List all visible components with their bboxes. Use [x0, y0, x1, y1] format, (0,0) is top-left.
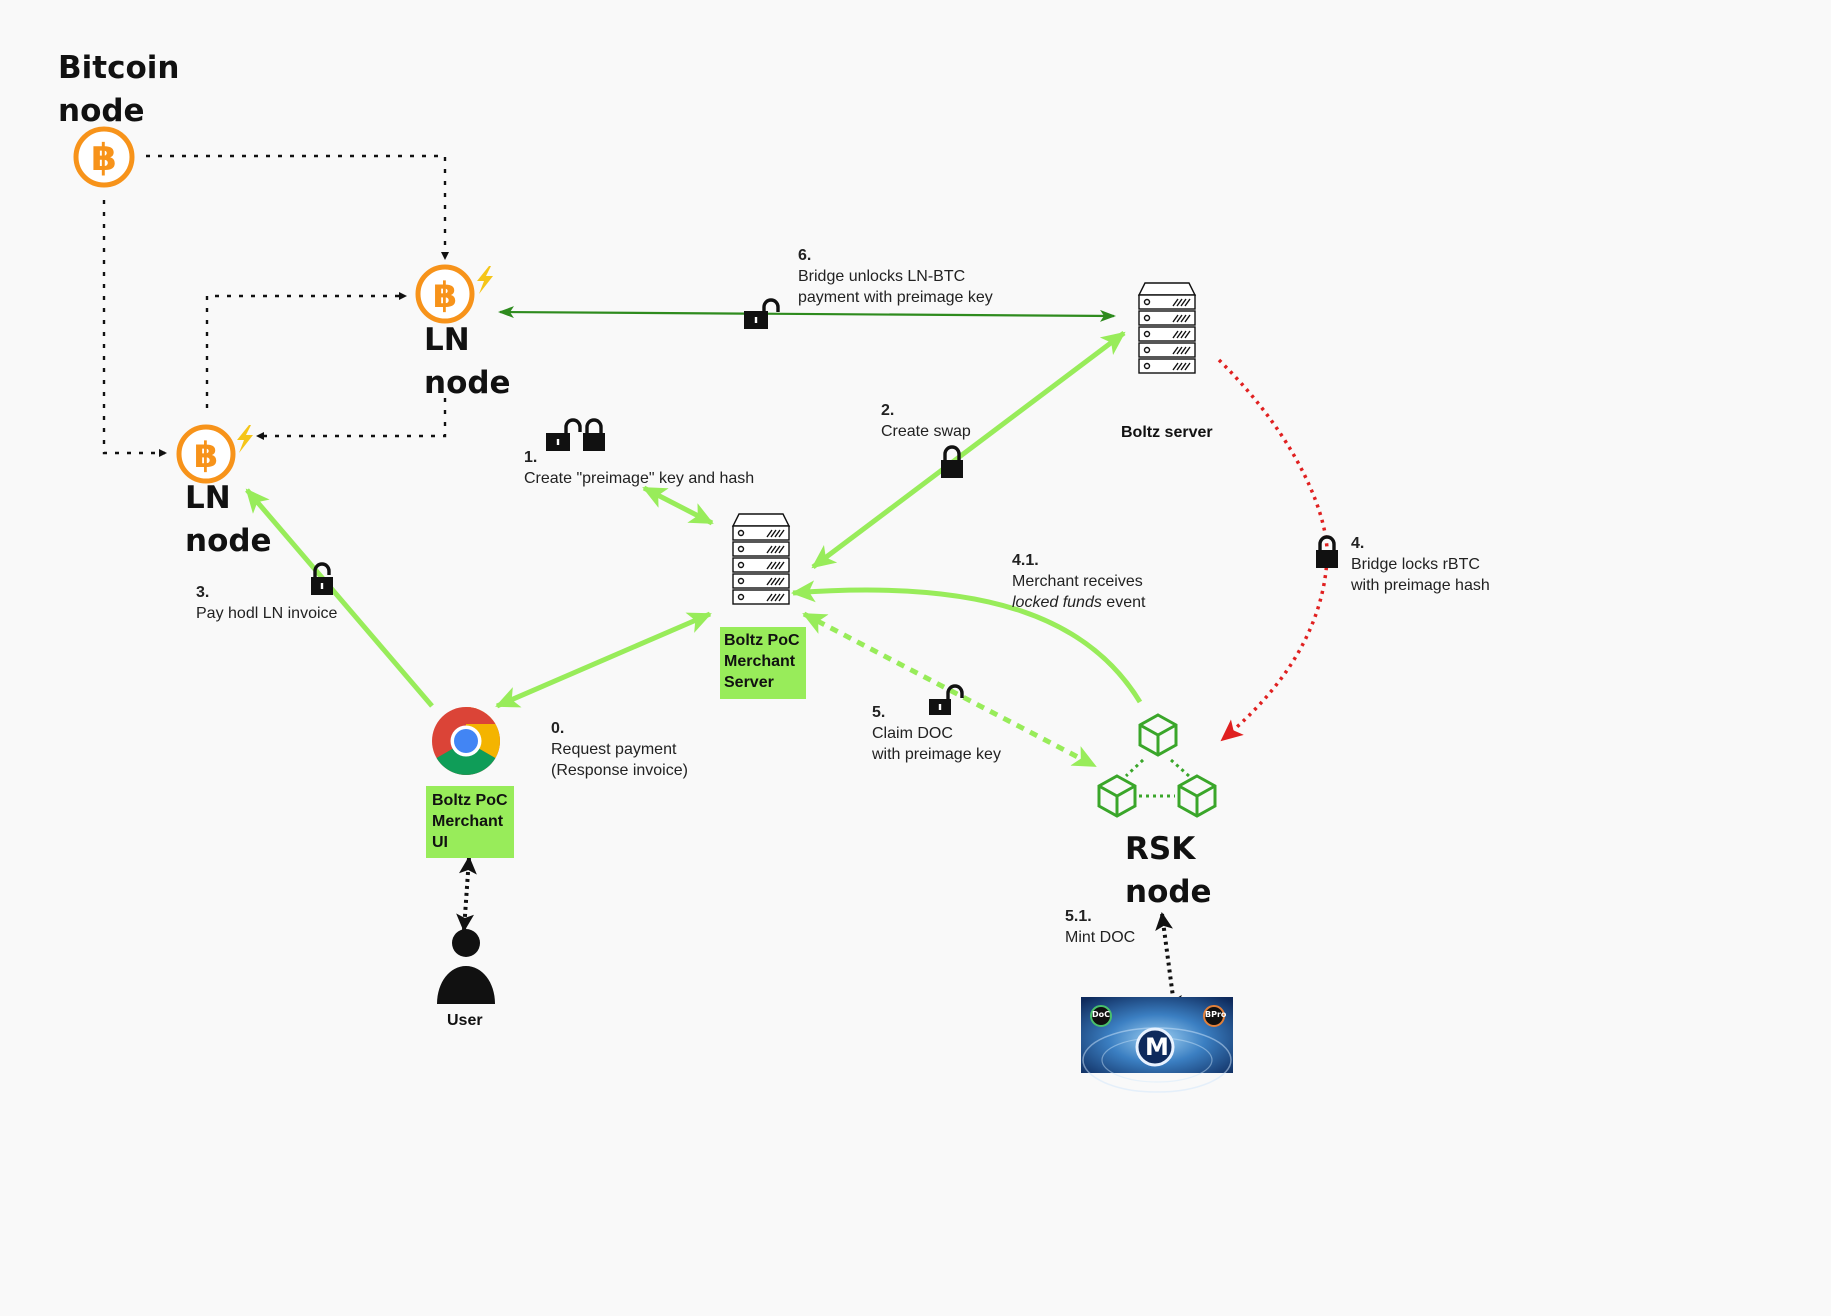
arrow-ui-user — [456, 856, 477, 932]
svg-text:฿: ฿ — [194, 436, 218, 476]
arrow-claim-doc — [802, 611, 1097, 769]
user-label: User — [447, 1012, 483, 1029]
step-6-label: 6. Bridge unlocks LN-BTC payment with pr… — [798, 245, 993, 308]
chrome-icon — [432, 707, 500, 775]
step-5-line1: Claim DOC — [872, 725, 953, 742]
lock-icon — [1316, 535, 1338, 568]
step-3-line1: Pay hodl LN invoice — [196, 605, 338, 622]
ln-node-left-title-line1: LN — [185, 480, 231, 516]
unlock-icon — [546, 418, 582, 451]
step-4-line1: Bridge locks rBTC — [1351, 556, 1480, 573]
unlock-icon — [929, 684, 964, 715]
moc-badge-doc: DoC — [1092, 1010, 1111, 1019]
arrow-ln-boltz — [498, 306, 1116, 322]
green-flows — [245, 331, 1143, 769]
step-5-number: 5. — [872, 704, 886, 721]
svg-text:฿: ฿ — [91, 136, 117, 179]
merchant-ui-label-line3: UI — [432, 834, 448, 851]
step-1-label: 1. Create "preimage" key and hash — [524, 447, 754, 489]
step-4-label: 4. Bridge locks rBTC with preimage hash — [1351, 533, 1490, 596]
bitcoin-node-title: Bitcoin node — [58, 47, 179, 133]
bitcoin-icon: ฿ — [415, 264, 475, 324]
link-bitcoin-to-ln-top — [146, 154, 449, 260]
lock-icon — [583, 418, 605, 451]
merchant-ui-label-line2: Merchant — [432, 813, 504, 830]
step-5-1-label: 5.1. Mint DOC — [1065, 906, 1135, 948]
rsk-node-title-line2: node — [1125, 874, 1212, 910]
step-4-1-line2: locked funds event — [1012, 592, 1145, 613]
step-1-line1: Create "preimage" key and hash — [524, 470, 755, 487]
step-2-line1: Create swap — [881, 423, 971, 440]
rsk-node-title-line1: RSK — [1125, 831, 1196, 867]
step-2-label: 2. Create swap — [881, 400, 971, 442]
step-2-number: 2. — [881, 402, 895, 419]
arrow-server-boltz — [811, 331, 1126, 569]
step-4-1-line1: Merchant receives — [1012, 573, 1143, 590]
rsk-node-title: RSK node — [1125, 828, 1212, 914]
link-bitcoin-to-ln-left — [102, 200, 167, 457]
bitcoin-icon: ฿ — [73, 126, 135, 188]
ln-node-top-title-line1: LN — [424, 322, 470, 358]
flow-diagram-canvas: ฿ ฿ ฿ — [73, 126, 1338, 1093]
server-icon — [731, 513, 791, 605]
arrow-rsk-to-server — [791, 580, 1143, 704]
step-4-number: 4. — [1351, 535, 1365, 552]
arrow-rsk-moc — [1155, 912, 1182, 1014]
merchant-ui-label-line1: Boltz PoC — [432, 792, 508, 809]
lock-icon — [941, 445, 963, 478]
step-3-number: 3. — [196, 584, 210, 601]
svg-text:฿: ฿ — [433, 276, 457, 316]
step-4-1-italic: locked funds — [1012, 594, 1102, 611]
step-5-1-number: 5.1. — [1065, 908, 1092, 925]
arrow-preimage-self — [642, 485, 714, 526]
step-5-line2: with preimage key — [872, 746, 1001, 763]
step-0-label: 0. Request payment (Response invoice) — [551, 718, 688, 781]
lightning-icon — [237, 425, 253, 453]
merchant-server-label-line3: Server — [724, 674, 774, 691]
step-0-number: 0. — [551, 720, 565, 737]
ln-node-left-title: LN node — [185, 477, 272, 563]
server-icon — [1137, 282, 1197, 374]
step-0-line2: (Response invoice) — [551, 762, 688, 779]
step-4-line2: with preimage hash — [1351, 577, 1490, 594]
step-4-1-label: 4.1. Merchant receives locked funds even… — [1012, 550, 1145, 613]
rsk-cubes-icon — [1097, 713, 1217, 818]
bitcoin-icon: ฿ — [176, 424, 236, 484]
ln-node-left-title-line2: node — [185, 523, 272, 559]
arrow-ui-server — [495, 611, 712, 709]
merchant-server-label-box: Boltz PoC Merchant Server — [720, 627, 806, 699]
step-5-label: 5. Claim DOC with preimage key — [872, 702, 1001, 765]
merchant-server-label-line2: Merchant — [724, 653, 796, 670]
step-1-number: 1. — [524, 449, 538, 466]
step-3-label: 3. Pay hodl LN invoice — [196, 582, 337, 624]
bitcoin-network-links — [102, 154, 449, 457]
bitcoin-node-title-line2: node — [58, 93, 145, 129]
link-ln-top-to-ln-left — [256, 398, 447, 440]
boltz-server-label: Boltz server — [1121, 424, 1213, 441]
step-0-line1: Request payment — [551, 741, 677, 758]
step-6-line1: Bridge unlocks LN-BTC — [798, 268, 966, 285]
ln-node-top-title: LN node — [424, 319, 511, 405]
merchant-server-label-line1: Boltz PoC — [724, 632, 800, 649]
arrow-boltz-rsk — [1217, 358, 1329, 742]
merchant-ui-label-box: Boltz PoC Merchant UI — [426, 786, 514, 858]
link-ln-left-to-ln-top — [205, 292, 407, 408]
step-6-number: 6. — [798, 247, 812, 264]
lightning-icon — [477, 266, 493, 294]
unlock-icon — [311, 562, 333, 595]
user-icon — [437, 929, 495, 1004]
step-4-1-number: 4.1. — [1012, 552, 1039, 569]
moc-badge-bpro: BPro — [1205, 1010, 1227, 1019]
moc-center-mark: M — [1145, 1033, 1169, 1061]
ln-node-top-title-line2: node — [424, 365, 511, 401]
money-on-chain-logo — [1081, 997, 1233, 1093]
bitcoin-node-title-line1: Bitcoin — [58, 50, 180, 86]
unlock-icon — [744, 298, 780, 329]
step-5-1-line1: Mint DOC — [1065, 929, 1136, 946]
arrow-ui-ln-left — [245, 488, 434, 708]
step-4-1-rest: event — [1101, 594, 1146, 611]
step-6-line2: payment with preimage key — [798, 289, 993, 306]
